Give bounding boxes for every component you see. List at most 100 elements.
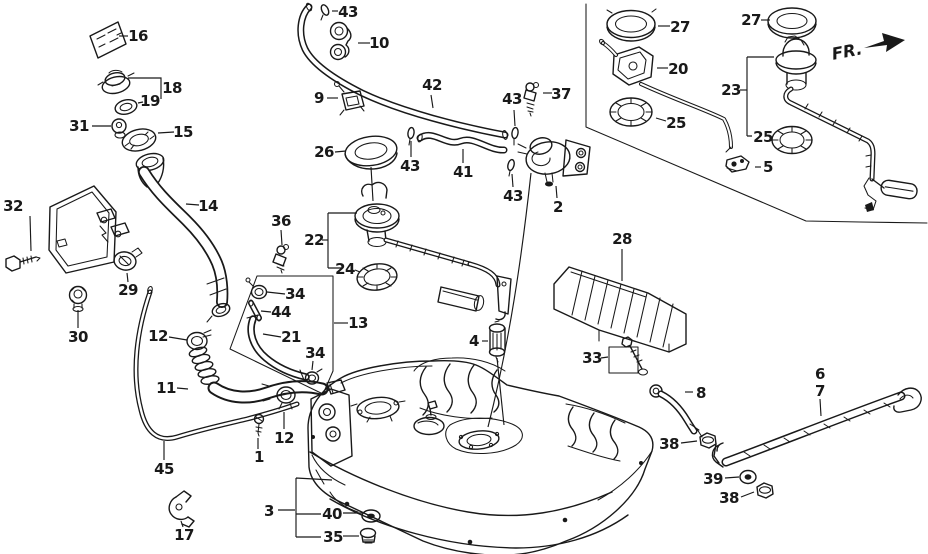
clamp-34-upper — [245, 277, 268, 300]
leader-line-33 — [600, 356, 609, 359]
leader-layer — [29, 10, 822, 537]
callout-30: 30 — [68, 328, 88, 346]
callout-35: 35 — [323, 528, 343, 546]
callout-43: 43 — [400, 157, 420, 175]
hose-clip-43-top — [320, 4, 330, 21]
fr-direction-marker: FR. — [830, 33, 905, 64]
leader-line-38 — [680, 440, 698, 444]
fuel-filter-4 — [488, 320, 506, 363]
lock-ring-27-right — [767, 7, 817, 39]
filler-hose — [188, 346, 329, 404]
callout-43: 43 — [338, 3, 358, 21]
callout-43: 43 — [503, 187, 523, 205]
callout-31: 31 — [69, 117, 89, 135]
leader-line-24 — [354, 269, 361, 273]
pipe-clamp-29 — [113, 247, 143, 271]
breather-ring-26 — [344, 135, 398, 170]
leader-line-39 — [724, 476, 740, 479]
tank-strap — [711, 387, 922, 468]
cap-gasket-19 — [114, 99, 138, 115]
drain-tube — [133, 285, 300, 441]
bracket-17 — [168, 490, 195, 528]
clamp-34-lower — [304, 368, 323, 385]
grommet-31 — [111, 118, 127, 139]
callout-2: 2 — [553, 198, 563, 216]
leader-line-15 — [157, 131, 175, 134]
hose-clamp-12-lower — [276, 386, 296, 410]
caution-plate — [89, 21, 127, 59]
hose-clip-43-right-lower — [507, 158, 515, 177]
callout-20: 20 — [668, 60, 688, 78]
leader-line-32 — [29, 215, 32, 252]
callout-25: 25 — [666, 114, 686, 132]
callout-8: 8 — [696, 384, 706, 402]
callout-15: 15 — [173, 123, 193, 141]
callout-18: 18 — [162, 79, 182, 97]
callout-3: 3 — [264, 502, 274, 520]
fr-label: FR. — [830, 39, 864, 63]
leader-line-34 — [266, 291, 286, 295]
callout-26: 26 — [314, 143, 334, 161]
washer-39 — [739, 469, 757, 485]
hose-clip-43-right-upper — [511, 126, 519, 146]
callout-5: 5 — [763, 158, 773, 176]
leader-line-25 — [655, 117, 667, 122]
hose-clip-43-mid — [407, 126, 415, 146]
callout-41: 41 — [453, 163, 473, 181]
callout-37: 37 — [551, 85, 571, 103]
heat-shield-28 — [553, 266, 687, 353]
callout-27: 27 — [670, 18, 690, 36]
callout-39: 39 — [703, 470, 723, 488]
leader-line-29 — [126, 272, 129, 283]
callout-38: 38 — [659, 435, 679, 453]
bolt-36 — [272, 243, 290, 274]
filler-pipe — [138, 166, 231, 323]
callout-42: 42 — [422, 76, 442, 94]
callout-34: 34 — [285, 285, 305, 303]
nut-38-lower — [756, 482, 774, 499]
callout-23: 23 — [721, 81, 741, 99]
callout-7: 7 — [815, 382, 825, 400]
callout-12: 12 — [274, 429, 294, 447]
breather-hose-42 — [297, 2, 509, 140]
callout-28: 28 — [612, 230, 632, 248]
drain-bolt-35 — [359, 527, 377, 544]
screw-1 — [253, 413, 265, 437]
leader-line-7 — [819, 398, 822, 417]
callout-9: 9 — [314, 89, 324, 107]
nut-30 — [68, 285, 88, 313]
callout-21: 21 — [281, 328, 301, 346]
fuel-lid-door — [48, 185, 130, 274]
breather-pipe-8 — [649, 384, 703, 438]
fuel-tank — [307, 357, 654, 554]
seal-ring-25-left — [609, 97, 653, 127]
leader-line-34 — [311, 360, 314, 371]
leader-line-2 — [555, 185, 558, 199]
callout-1: 1 — [254, 448, 264, 466]
callout-43: 43 — [502, 90, 522, 108]
leader-line-14 — [185, 203, 200, 206]
leader-line-21 — [262, 333, 282, 338]
hose-bracket-10 — [329, 21, 352, 61]
seal-ring-25-right — [771, 125, 813, 155]
pipe-clip-5 — [725, 155, 750, 173]
breather-hose-41 — [416, 132, 508, 154]
callout-25: 25 — [753, 128, 773, 146]
callout-14: 14 — [198, 197, 218, 215]
door-bolt-32 — [5, 255, 41, 272]
pump-bracket-assembly-22 — [354, 181, 512, 321]
filler-neck-top — [135, 152, 165, 188]
section-boundary-line — [585, 3, 928, 224]
callout-45: 45 — [154, 460, 174, 478]
leader-line-42 — [430, 94, 434, 109]
callout-38: 38 — [719, 489, 739, 507]
callout-22: 22 — [304, 231, 324, 249]
callout-16: 16 — [128, 27, 148, 45]
leader-line-43 — [513, 109, 516, 127]
callout-19: 19 — [140, 92, 160, 110]
leader-line-26 — [334, 150, 347, 153]
lock-ring-27-left — [606, 8, 657, 42]
